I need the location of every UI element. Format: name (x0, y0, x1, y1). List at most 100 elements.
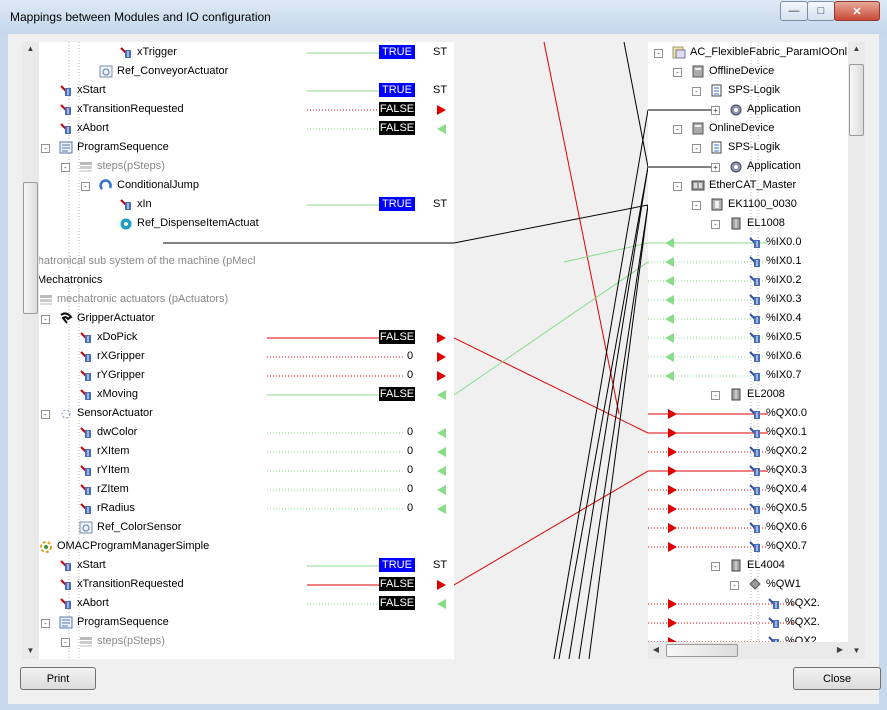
io-tree-row[interactable]: -OfflineDevice (648, 62, 848, 81)
io-tree-row[interactable]: -EL4004 (648, 556, 848, 575)
left-vertical-scrollbar[interactable]: ▲ ▼ (22, 42, 39, 659)
collapse-toggle[interactable]: - (673, 125, 682, 134)
io-tree-row[interactable]: %QX0.3 (648, 461, 848, 480)
module-tree-row[interactable]: -Gripper (39, 233, 454, 252)
expand-toggle[interactable]: + (711, 106, 720, 115)
right-vertical-scrollbar[interactable]: ▲ ▼ (848, 42, 865, 659)
collapse-toggle[interactable]: - (730, 581, 739, 590)
io-tree-row[interactable]: -SPS-Logik (648, 138, 848, 157)
io-tree-row[interactable]: %QX0.6 (648, 518, 848, 537)
collapse-toggle[interactable]: - (41, 619, 50, 628)
module-tree-row[interactable]: -SensorActuator (39, 404, 454, 423)
scroll-down-arrow-icon[interactable]: ▼ (852, 646, 861, 655)
close-window-button[interactable]: ✕ (834, 1, 880, 21)
io-tree-row[interactable]: %IX0.6 (648, 347, 848, 366)
io-tree-row[interactable]: %QX2. (648, 613, 848, 632)
collapse-toggle[interactable]: - (81, 182, 90, 191)
module-tree-row[interactable]: -steps(pSteps) (39, 632, 454, 651)
collapse-toggle[interactable]: - (692, 144, 701, 153)
minimize-button[interactable]: — (780, 1, 808, 21)
scroll-up-arrow-icon[interactable]: ▲ (852, 44, 861, 53)
horizontal-scroll-thumb[interactable] (666, 644, 738, 657)
io-tree-row[interactable]: %IX0.7 (648, 366, 848, 385)
module-tree-row[interactable]: -ProgramSequence (39, 138, 454, 157)
io-tree-row[interactable]: -%QW1 (648, 575, 848, 594)
io-tree-row[interactable]: -EK1100_0030 (648, 195, 848, 214)
collapse-toggle[interactable]: - (673, 182, 682, 191)
io-tree-row[interactable]: %QX2. (648, 594, 848, 613)
io-tree-row[interactable]: %QX0.7 (648, 537, 848, 556)
io-tree-row[interactable]: %QX0.5 (648, 499, 848, 518)
collapse-toggle[interactable]: - (711, 562, 720, 571)
collapse-toggle[interactable]: - (673, 68, 682, 77)
module-tree-row[interactable]: -mechatronical sub system of the machine… (39, 252, 454, 271)
io-tree-row[interactable]: %QX0.0 (648, 404, 848, 423)
close-button[interactable]: Close (793, 667, 881, 690)
maximize-button[interactable]: □ (807, 1, 835, 21)
io-tree-row[interactable]: %IX0.4 (648, 309, 848, 328)
collapse-toggle[interactable]: - (654, 49, 663, 58)
io-tree-row[interactable]: -SPS-Logik (648, 81, 848, 100)
io-tree-row[interactable]: -EtherCAT_Master (648, 176, 848, 195)
io-tree-row[interactable]: %QX0.2 (648, 442, 848, 461)
scroll-right-arrow-icon[interactable]: ▶ (836, 645, 844, 654)
io-tree-row[interactable]: %QX0.1 (648, 423, 848, 442)
collapse-toggle[interactable]: - (41, 410, 50, 419)
module-tree-row[interactable]: -ProgramSequence (39, 613, 454, 632)
io-tree-row[interactable]: %IX0.2 (648, 271, 848, 290)
scroll-up-arrow-icon[interactable]: ▲ (26, 44, 35, 53)
collapse-toggle[interactable]: - (711, 220, 720, 229)
collapse-toggle[interactable]: - (61, 638, 70, 647)
io-tree-row[interactable]: %IX0.5 (648, 328, 848, 347)
module-tree-row[interactable]: -steps(pSteps) (39, 157, 454, 176)
io-tree-row[interactable]: -EL2008 (648, 385, 848, 404)
module-tree-row[interactable]: Ref_ColorSensor (39, 518, 454, 537)
collapse-toggle[interactable]: - (41, 315, 50, 324)
scroll-down-arrow-icon[interactable]: ▼ (26, 646, 35, 655)
io-tree-row[interactable]: %QX0.4 (648, 480, 848, 499)
io-tree-row[interactable]: -EL1008 (648, 214, 848, 233)
right-scroll-thumb[interactable] (849, 64, 864, 136)
io-tree-row[interactable]: %IX0.0 (648, 233, 848, 252)
scroll-left-arrow-icon[interactable]: ◀ (652, 645, 660, 654)
collapse-toggle[interactable]: - (711, 391, 720, 400)
collapse-toggle[interactable]: - (692, 87, 701, 96)
module-tree-row[interactable]: -Mechatronics (39, 271, 454, 290)
module-tree-row[interactable]: -ConditionalJump (39, 176, 454, 195)
io-tree-row[interactable]: +Application (648, 157, 848, 176)
left-scroll-thumb[interactable] (23, 182, 38, 314)
io-tree-row[interactable]: +Application (648, 100, 848, 119)
module-tree-row[interactable]: Ref_ConveyorActuator (39, 62, 454, 81)
collapse-toggle[interactable]: - (692, 201, 701, 210)
io-tree-row[interactable]: -AC_FlexibleFabric_ParamIOOnl (648, 43, 848, 62)
collapse-toggle[interactable]: - (41, 144, 50, 153)
io-tree-row[interactable]: %IX0.1 (648, 252, 848, 271)
module-tree-row[interactable]: -mechatronic actuators (pActuators) (39, 290, 454, 309)
module-tree-row[interactable]: -GripperActuator (39, 309, 454, 328)
io-tree-pane[interactable]: -AC_FlexibleFabric_ParamIOOnl-OfflineDev… (648, 42, 848, 644)
right-horizontal-scrollbar[interactable]: ◀ ▶ (648, 642, 848, 659)
expand-toggle[interactable]: + (711, 163, 720, 172)
io-tree-row[interactable]: %IX0.3 (648, 290, 848, 309)
print-button[interactable]: Print (20, 667, 96, 690)
module-tree-row[interactable]: Ref_DispenseItemActuat (39, 214, 454, 233)
io-tree-row[interactable]: -OnlineDevice (648, 119, 848, 138)
collapse-toggle[interactable]: - (61, 163, 70, 172)
